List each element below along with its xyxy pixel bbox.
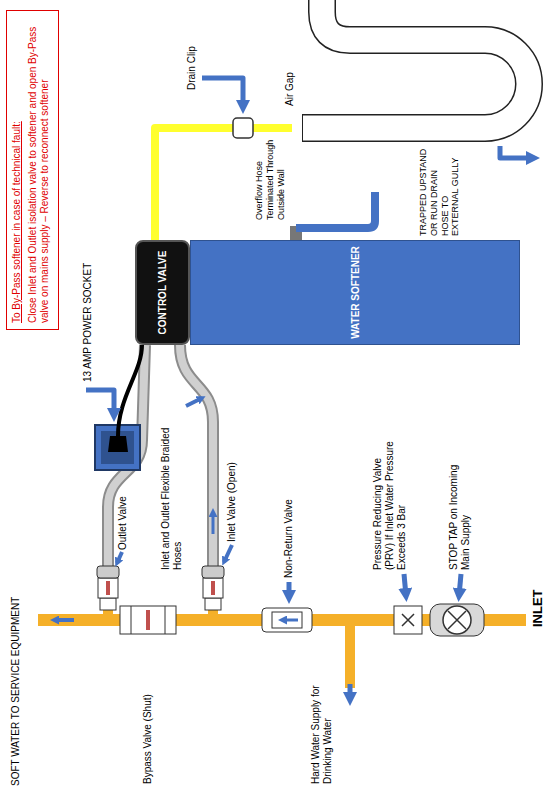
bypass-note-box: To By-Pass softener in case of technical… [6, 10, 59, 330]
box-body: Close Inlet and Outlet isolation valve t… [27, 17, 52, 323]
inlet-label: INLET [530, 567, 546, 627]
power-cable [118, 345, 142, 436]
inlet-valve-body [203, 578, 223, 598]
flow-arrow [54, 618, 74, 622]
pipe-label: SOFT WATER TO SERVICE EQUIPMENT [10, 546, 22, 786]
inlet-hose-edge [180, 345, 213, 570]
callout-arrow [224, 545, 232, 562]
inlet-valve-nut [202, 566, 224, 578]
hose-flow-arrow [212, 512, 215, 534]
text-group: To By-Pass softener in case of technical… [11, 17, 52, 323]
supply-label: Hard Water Supply for Drinking Water [310, 672, 334, 784]
box-title: To By-Pass softener in case of technical… [11, 17, 24, 323]
hard-water-arrow [348, 684, 353, 700]
inlet-hose [180, 345, 213, 570]
stop-tap-cross [448, 611, 466, 629]
socket-label: 13 AMP POWER SOCKET [82, 252, 94, 382]
drain-note-label: TRAPPED UPSTAND OR RUN DRAIN HOSE TO EXT… [418, 148, 461, 236]
air-gap-label: Air Gap [284, 56, 296, 106]
outlet-valve-coupling [100, 598, 116, 610]
hard-water-branch [345, 620, 355, 688]
inlet-valve-coupling [205, 598, 221, 610]
stop-tap-wheel [443, 606, 471, 634]
bypass-valve-body [120, 606, 176, 634]
inlet-valve-handle [211, 581, 215, 595]
clip-label: Drain Clip [186, 30, 198, 90]
non-return-valve-core [272, 612, 302, 628]
callout-arrow [202, 78, 243, 108]
valve-label: Outlet Valve [117, 470, 129, 550]
bypass-valve-handle [146, 610, 150, 630]
water-softener-tank: WATER SOFTENER [190, 240, 520, 345]
trap-outline [302, 0, 529, 128]
outlet-valve-handle [106, 581, 110, 595]
callout-arrow [117, 552, 122, 563]
text-group: CONTROL VALVE [157, 251, 168, 335]
drain-hose [155, 128, 292, 240]
drain-clip [233, 118, 253, 138]
trap-tube [303, 0, 529, 128]
outlet-valve-nut [97, 566, 119, 578]
callout-arrow [287, 582, 292, 598]
overflow-label: Overflow Hose Terminated Through Outside… [254, 136, 286, 220]
non-return-arrow [282, 619, 298, 622]
control-valve: CONTROL VALVE [135, 240, 190, 345]
valve-label: Inlet Valve (Open) [226, 432, 238, 542]
valve-label: Pressure Reducing Valve (PRV) If Inlet W… [372, 435, 408, 570]
callout-arrow [500, 146, 534, 158]
prv-cross [402, 614, 414, 626]
callout-arrow [459, 574, 461, 596]
non-return-valve-body [262, 608, 312, 632]
callout-arrow [404, 574, 406, 596]
stop-tap-body [430, 604, 484, 636]
box-title: WATER SOFTENER [350, 246, 361, 339]
box-title: CONTROL VALVE [157, 251, 168, 335]
outlet-valve-body [98, 578, 118, 598]
valve-label: STOP TAP on Incoming Main Supply [448, 450, 472, 570]
valve-label: Bypass Valve (Shut) [142, 664, 154, 784]
overflow-hose [296, 192, 375, 228]
power-plug [108, 436, 128, 452]
callout-arrow [86, 390, 114, 416]
text-group: WATER SOFTENER [350, 246, 361, 339]
hose-label: Inlet and Outlet Flexible Braided Hoses [160, 410, 184, 570]
valve-label: Non-Return Valve [283, 468, 295, 578]
bypass-valve-joints [131, 606, 165, 634]
callout-arrow [186, 398, 202, 406]
prv-body [394, 606, 422, 634]
